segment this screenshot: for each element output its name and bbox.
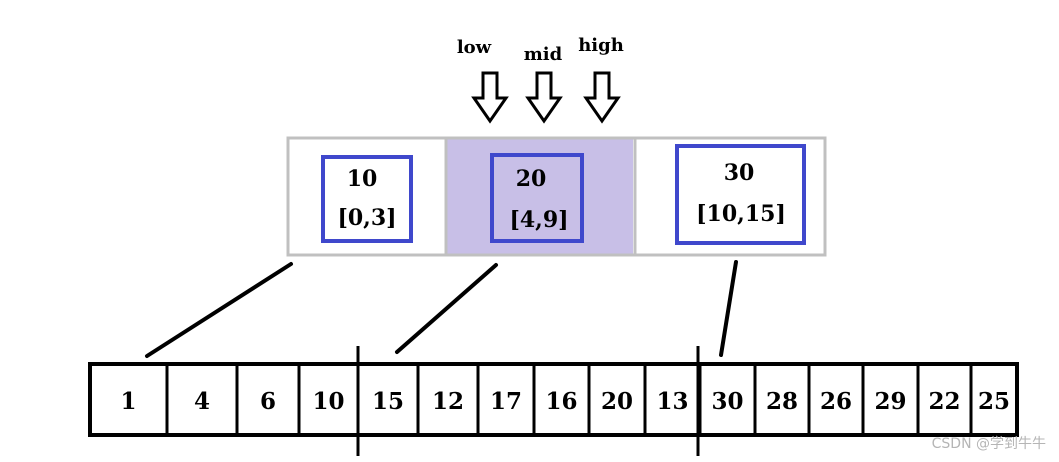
pointer-arrows xyxy=(471,71,621,124)
array-cell-value: 26 xyxy=(820,388,852,415)
array-cell-value: 6 xyxy=(260,388,276,415)
array-cell-value: 12 xyxy=(432,388,464,415)
index-block-range: [4,9] xyxy=(509,207,568,233)
index-block-box xyxy=(321,155,413,243)
array-cell-value: 22 xyxy=(928,388,960,415)
array-cell-value: 29 xyxy=(874,388,906,415)
index-block: 30 [10,15] xyxy=(675,144,806,245)
array-cell-value: 13 xyxy=(656,388,688,415)
index-block-range: [0,3] xyxy=(337,205,396,231)
array-outline xyxy=(88,362,1019,437)
index-highlight xyxy=(447,139,633,255)
index-block-box xyxy=(675,144,806,245)
array-cell-value: 17 xyxy=(490,388,522,415)
watermark-text: CSDN @学到牛牛 xyxy=(932,436,1046,452)
connector-lines xyxy=(145,260,738,358)
connector-line xyxy=(395,263,498,354)
array-cell-value: 16 xyxy=(545,388,577,415)
index-table-border xyxy=(286,136,827,257)
array-cell-value: 25 xyxy=(978,388,1010,415)
index-block: 20 [4,9] xyxy=(490,153,584,243)
array-cell-value: 20 xyxy=(601,388,633,415)
block-separators xyxy=(356,346,700,456)
connector-line xyxy=(719,260,738,357)
connector-line xyxy=(145,262,293,358)
array-cell-value: 10 xyxy=(312,388,344,415)
pointer-label-high: high xyxy=(578,35,624,56)
index-block-box xyxy=(490,153,584,243)
array-cell-value: 4 xyxy=(194,388,210,415)
array-cell-value: 1 xyxy=(120,388,136,415)
array-cell-value: 30 xyxy=(711,388,743,415)
arrow-down-icon xyxy=(525,71,563,124)
pointer-label-low: low xyxy=(457,37,492,58)
index-block-max: 20 xyxy=(516,166,547,192)
index-block-range: [10,15] xyxy=(696,201,786,227)
pointer-label-mid: mid xyxy=(524,44,563,65)
index-block-max: 30 xyxy=(724,160,755,186)
array-cell-value: 28 xyxy=(766,388,798,415)
index-block-max: 10 xyxy=(347,166,378,192)
index-table: 10 [0,3] 20 [4,9] 30 [10,15] xyxy=(286,136,827,257)
arrow-down-icon xyxy=(583,71,621,124)
data-array: 1 4 6 10 15 12 17 16 20 13 30 28 26 29 22 25 xyxy=(88,362,1019,437)
pointer-labels: low mid high xyxy=(457,35,624,65)
index-block: 10 [0,3] xyxy=(321,155,413,243)
arrow-down-icon xyxy=(471,71,509,124)
array-cell-value: 15 xyxy=(372,388,404,415)
